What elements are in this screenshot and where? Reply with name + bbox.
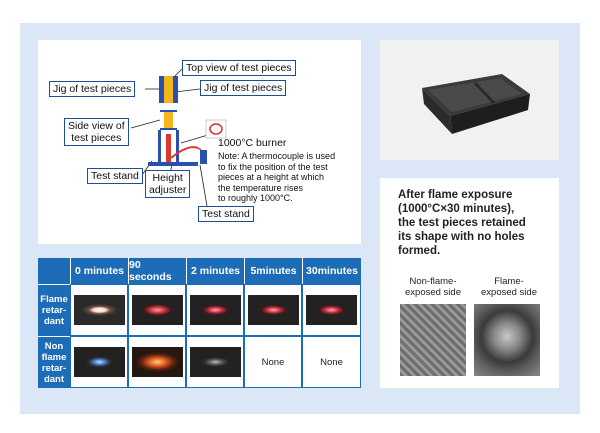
table-cell-photo — [244, 284, 302, 336]
flame-photo-0min — [74, 295, 125, 325]
label-jig-left: Jig of test pieces — [49, 81, 136, 97]
test-setup-drawing — [130, 68, 227, 213]
table-cell-photo — [128, 284, 186, 336]
col-header-0: 0 minutes — [70, 258, 128, 284]
col-header-3: 5minutes — [244, 258, 302, 284]
non-flame-side-photo — [400, 304, 466, 376]
flame-side-photo — [474, 304, 540, 376]
table-cell-photo — [70, 284, 128, 336]
table-cell-photo — [128, 336, 186, 388]
col-header-4: 30minutes — [302, 258, 361, 284]
test-setup-diagram-panel: Top view of test pieces Jig of test piec… — [38, 40, 361, 244]
table-cell-none: None — [302, 336, 361, 388]
flame-photo-2min — [190, 295, 241, 325]
col-header-1: 90 seconds — [128, 258, 186, 284]
tray-image — [422, 74, 530, 134]
table-cell-photo — [186, 336, 244, 388]
label-test-stand-right: Test stand — [198, 206, 254, 222]
label-test-stand-left: Test stand — [87, 168, 143, 184]
tray-photo-panel — [380, 40, 559, 160]
table-cell-photo — [186, 284, 244, 336]
table-cell-photo — [302, 284, 361, 336]
table-cell-photo — [70, 336, 128, 388]
burner-title: 1000°C burner — [218, 137, 287, 149]
result-caption: After flame exposure (1000°C×30 minutes)… — [398, 189, 526, 257]
nonflame-photo-0min — [74, 347, 125, 377]
nonflame-photo-90s — [132, 347, 183, 377]
row-header-nonflame: Non flame retar- dant — [38, 336, 70, 388]
label-jig-right: Jig of test pieces — [200, 80, 287, 96]
result-panel: After flame exposure (1000°C×30 minutes)… — [380, 178, 559, 388]
table-corner — [38, 258, 70, 284]
table-cell-none: None — [244, 336, 302, 388]
results-table: 0 minutes 90 seconds 2 minutes 5minutes … — [38, 258, 361, 388]
flame-photo-90s — [132, 295, 183, 325]
flame-photo-30min — [306, 295, 357, 325]
nonflame-photo-2min — [190, 347, 241, 377]
col-header-2: 2 minutes — [186, 258, 244, 284]
non-flame-side-label: Non-flame- exposed side — [405, 276, 461, 298]
flame-side-label: Flame- exposed side — [481, 276, 537, 298]
thermocouple-note: Note: A thermocouple is used to fix the … — [218, 151, 336, 203]
label-top-view: Top view of test pieces — [182, 60, 296, 76]
label-side-view: Side view of test pieces — [64, 118, 129, 146]
flame-photo-5min — [248, 295, 299, 325]
label-height-adjuster: Height adjuster — [145, 170, 191, 198]
row-header-flame: Flame retar- dant — [38, 284, 70, 336]
